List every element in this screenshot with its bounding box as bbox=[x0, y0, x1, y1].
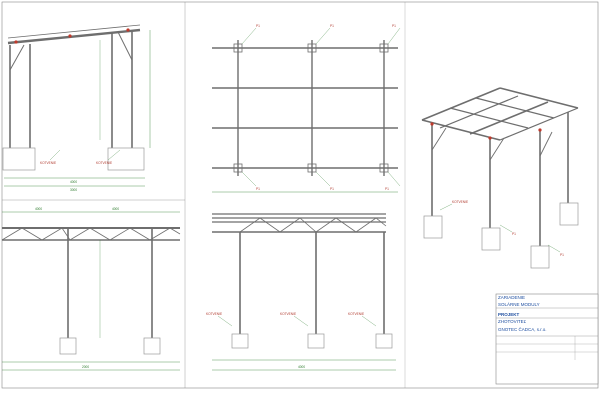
dim-text-3000: 3000 bbox=[70, 188, 77, 192]
plate-callout-3: P1 bbox=[392, 24, 396, 28]
title-block bbox=[495, 293, 599, 385]
title-block-company: GNOTEC ČADCA, s.r.o. bbox=[498, 326, 547, 332]
iso-anchor-callout: KOTVENIE bbox=[452, 200, 468, 204]
title-block-heading: ZARIADENIE bbox=[498, 295, 525, 300]
dim-text-4000: 4000 bbox=[70, 180, 77, 184]
anchor-callout-4: KOTVENIE bbox=[280, 312, 296, 316]
plate-callout-6: P1 bbox=[385, 187, 389, 191]
anchor-callout-3: KOTVENIE bbox=[206, 312, 222, 316]
anchor-callout-1: KOTVENIE bbox=[40, 161, 56, 165]
plate-callout-2: P1 bbox=[330, 24, 334, 28]
dim-text-rear-base: 4000 bbox=[298, 365, 305, 369]
plan-view bbox=[212, 27, 401, 193]
dim-text-front-base: 2000 bbox=[82, 365, 89, 369]
anchor-callout-5: KOTVENIE bbox=[348, 312, 364, 316]
plate-callout-4: P1 bbox=[256, 187, 260, 191]
isometric-view bbox=[421, 87, 579, 269]
iso-plate-callout-1: P1 bbox=[512, 232, 516, 236]
sheet-frame bbox=[1, 1, 599, 389]
front-elevation-view bbox=[1, 211, 181, 371]
title-block-project: SOLÁRNE MODULY bbox=[498, 301, 540, 307]
anchor-callout-2: KOTVENIE bbox=[96, 161, 112, 165]
rear-elevation-view bbox=[212, 213, 396, 371]
title-block-company-role: ZHOTOVITEĽ bbox=[498, 319, 527, 324]
dim-text-front-left: 4000 bbox=[35, 207, 42, 211]
side-elevation-view bbox=[2, 24, 151, 187]
dim-text-front-right: 4000 bbox=[112, 207, 119, 211]
iso-plate-callout-2: P1 bbox=[560, 253, 564, 257]
plate-callout-5: P1 bbox=[330, 187, 334, 191]
plate-callout-1: P1 bbox=[256, 24, 260, 28]
title-block-stamp: PROJEKT bbox=[498, 312, 520, 317]
